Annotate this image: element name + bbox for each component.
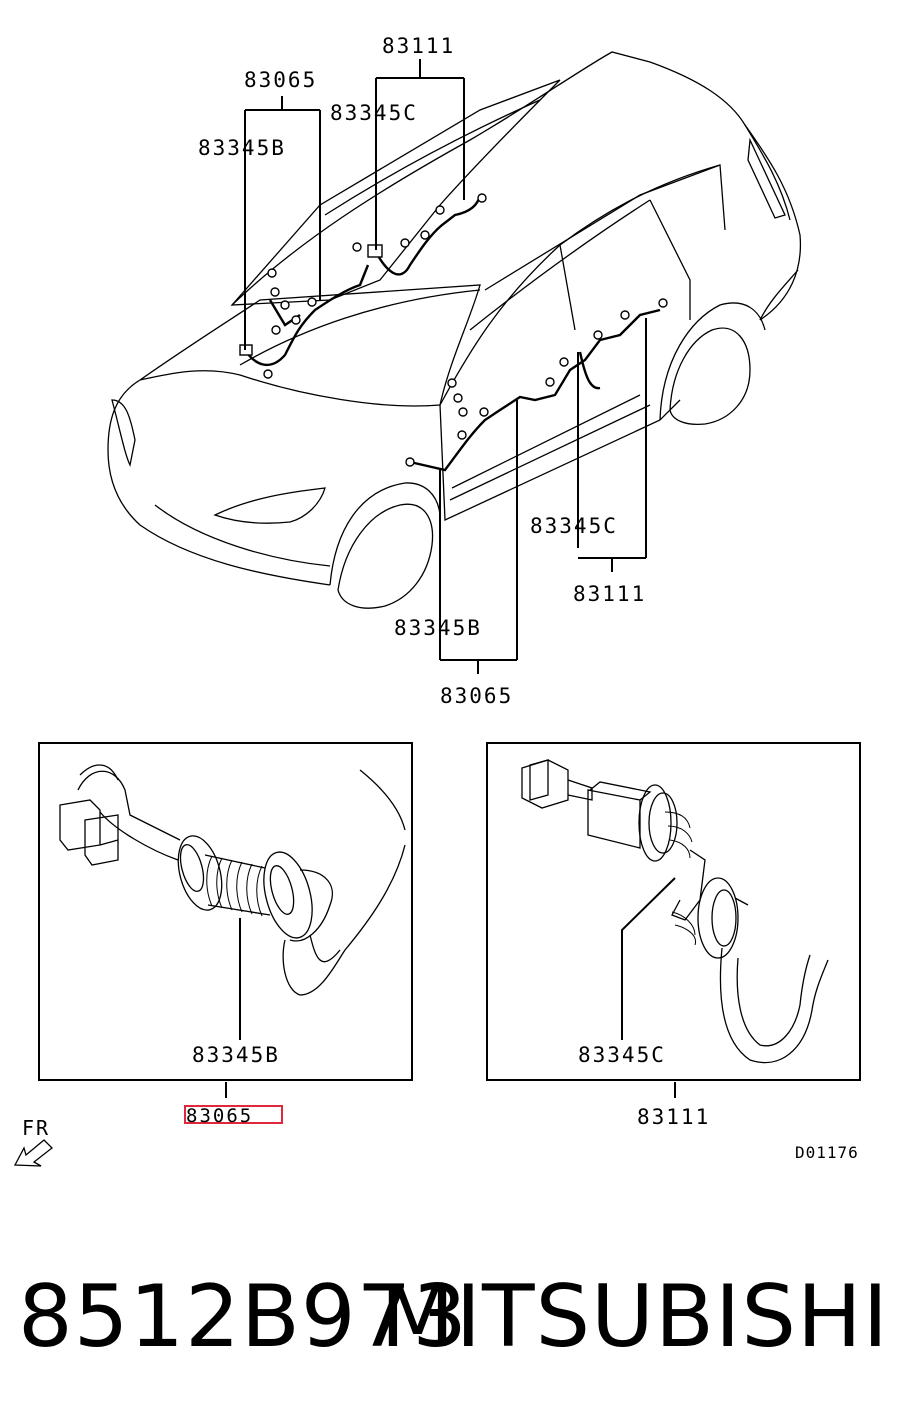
highlight-box — [184, 1105, 283, 1124]
brand-name: MITSUBISHI — [380, 1267, 889, 1367]
detail-left-group-label[interactable]: 83065 — [186, 1105, 253, 1127]
detail-right-panel — [486, 742, 861, 1081]
label-83111-upper: 83111 — [382, 34, 455, 58]
label-83065-lower: 83065 — [440, 684, 513, 708]
label-83345c-lower: 83345C — [530, 514, 618, 538]
detail-left-panel — [38, 742, 413, 1081]
upper-callout-lines — [244, 59, 647, 674]
car-outline — [107, 51, 802, 609]
label-83111-lower: 83111 — [573, 582, 646, 606]
upper-callout-labels: 83111 83065 83345C 83345B 83345C 83111 8… — [198, 34, 646, 708]
detail-right-part-label: 83345C — [578, 1043, 666, 1067]
drawing-code: D01176 — [795, 1143, 859, 1162]
label-83345c-upper: 83345C — [330, 101, 418, 125]
dash-wiring — [239, 193, 487, 379]
part-banner: 8512B973 MITSUBISHI — [0, 1262, 909, 1372]
label-83065-upper: 83065 — [244, 68, 317, 92]
door-wiring — [405, 298, 668, 472]
detail-left-part-label: 83345B — [192, 1043, 280, 1067]
part-number: 8512B973 — [18, 1267, 469, 1367]
front-direction-marker: FR — [13, 1116, 53, 1167]
parts-diagram: 83111 83065 83345C 83345B 83345C 83111 8… — [13, 34, 861, 1167]
detail-right-group-label: 83111 — [637, 1105, 710, 1129]
front-marker-label: FR — [22, 1116, 50, 1140]
front-arrow-icon — [13, 1139, 53, 1167]
detail-right-leader — [621, 877, 676, 1040]
label-83345b-upper: 83345B — [198, 136, 286, 160]
label-83345b-lower: 83345B — [394, 616, 482, 640]
